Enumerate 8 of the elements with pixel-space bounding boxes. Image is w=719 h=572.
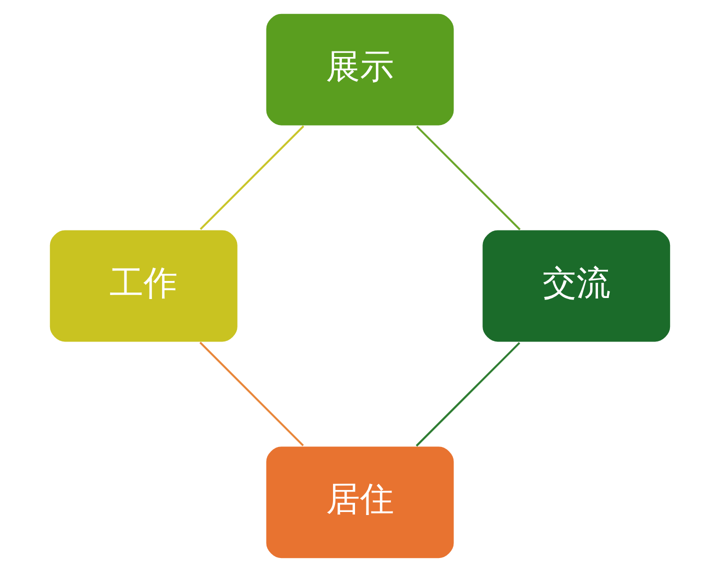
connector: [198, 342, 304, 446]
connector: [416, 126, 520, 230]
connector: [415, 342, 520, 447]
node-box: 交流: [480, 228, 671, 344]
node-box: 居住: [264, 445, 455, 560]
node-box: 工作: [48, 228, 238, 344]
connector: [199, 125, 304, 230]
node-box: 展示: [264, 12, 455, 127]
